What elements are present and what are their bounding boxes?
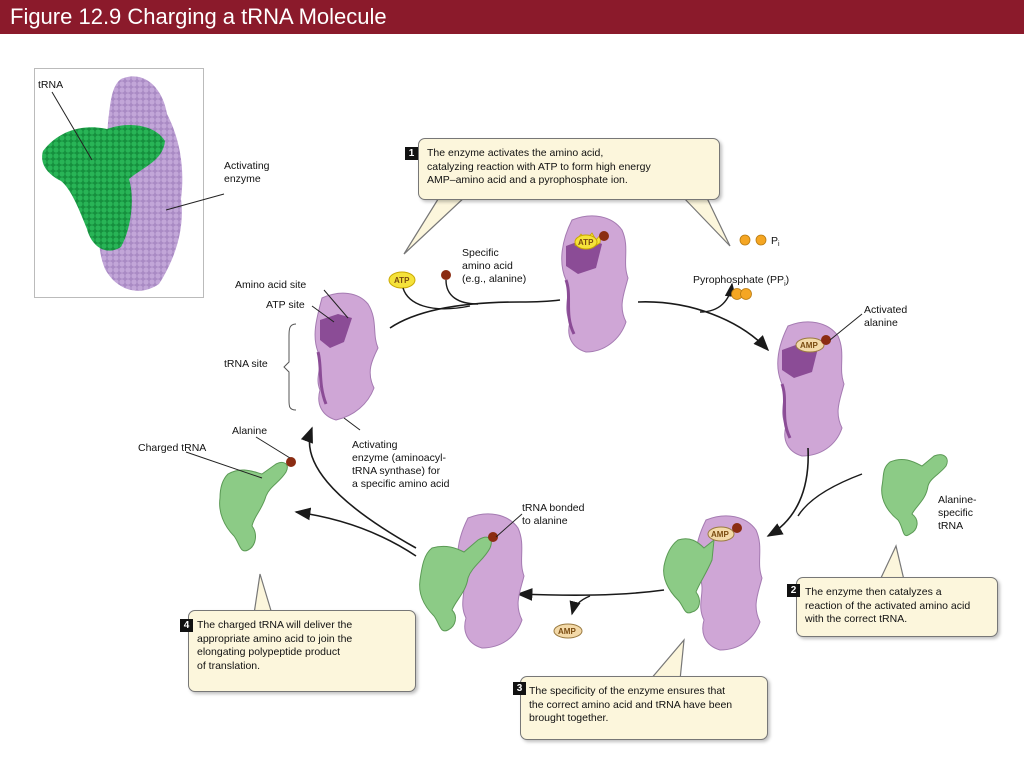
- phosphate-icon-2: [755, 234, 767, 246]
- step-2-callout: The enzyme then catalyzes a reaction of …: [796, 577, 998, 637]
- figure-title: Figure 12.9 Charging a tRNA Molecule: [0, 0, 1024, 34]
- charged-trna-label: Charged tRNA: [138, 442, 207, 454]
- enzyme-trna-bonded: [419, 513, 525, 649]
- step-4-badge: 4: [180, 619, 193, 632]
- pi-label: Pi: [771, 235, 780, 248]
- callout-4-pointer: [253, 573, 273, 615]
- photo-trna-leader: [51, 91, 93, 161]
- step-1-badge: 1: [405, 147, 418, 160]
- enzyme-label-leader: [343, 417, 361, 431]
- amino-acid-bound: [599, 231, 609, 241]
- callout-1-pointer-right: [680, 195, 731, 247]
- amp-bound-activated: [795, 337, 825, 353]
- charged-trna: [219, 457, 296, 552]
- trna-site-bracket: [283, 323, 297, 411]
- atp-molecule-bound: [574, 234, 598, 250]
- photo-enzyme-leader: [165, 193, 225, 211]
- atp-molecule-free: [388, 271, 416, 289]
- amino-site-leader: [323, 289, 349, 319]
- enzyme-activated: AMP: [777, 321, 845, 457]
- atp-site-leader: [311, 305, 335, 323]
- molecular-model-image: [34, 68, 204, 298]
- amp-free: [553, 623, 583, 639]
- activating-enzyme-label: Activating enzyme (aminoacyl- tRNA synth…: [352, 439, 450, 490]
- trna-site-label: tRNA site: [224, 358, 268, 370]
- atp-site-label: ATP site: [266, 299, 305, 311]
- atp-tag-bound: ATP: [578, 238, 594, 247]
- protein-blob-illustration: [42, 76, 183, 291]
- arrow-back-to-start: [300, 426, 417, 549]
- amino-acid-entry-curve: [445, 279, 479, 305]
- arrow-to-enzyme-trna: [766, 447, 809, 537]
- atp-tag-free: ATP: [394, 276, 410, 285]
- pyrophosphate-label: Pyrophosphate (PPi): [693, 274, 790, 289]
- alanine-label: Alanine: [232, 425, 268, 437]
- callout-1-pointer-left: [403, 195, 468, 255]
- specific-amino-acid-label: Specific amino acid (e.g., alanine): [462, 247, 527, 285]
- atp-entry-curve: [402, 287, 471, 310]
- callout-2-pointer: [879, 544, 905, 581]
- enzyme-trna-amp: AMP: [663, 515, 763, 651]
- step-4-callout: The charged tRNA will deliver the approp…: [188, 610, 416, 692]
- enzyme-empty: [314, 292, 379, 421]
- arrow-to-bonded: [516, 588, 665, 601]
- trna-bonded-leader: [495, 513, 523, 538]
- step-3-badge: 3: [513, 682, 526, 695]
- arrow-to-charged: [294, 507, 417, 557]
- arrow-enzyme-to-atp-complex: [389, 299, 561, 329]
- arrow-to-activated: [637, 301, 770, 352]
- ppi-release-arrow: [699, 282, 736, 313]
- activated-alanine-leader: [829, 313, 863, 341]
- step-3-callout: The specificity of the enzyme ensures th…: [520, 676, 768, 740]
- alanine-specific-trna: [881, 454, 948, 536]
- callout-3-pointer: [648, 638, 685, 681]
- alanine-specific-trna-label: Alanine- specific tRNA: [938, 494, 977, 532]
- photo-trna-label: tRNA: [38, 79, 64, 91]
- step-2-badge: 2: [787, 584, 800, 597]
- enzyme-with-atp: ATP: [561, 215, 629, 353]
- activated-alanine-label: Activated alanine: [864, 304, 908, 329]
- amp-tag-activated: AMP: [800, 341, 818, 350]
- amp-tag-free: AMP: [558, 627, 576, 636]
- amino-acid-site-label: Amino acid site: [235, 279, 307, 291]
- amp-bound-complex: [707, 526, 735, 542]
- phosphate-icon-1: [739, 234, 751, 246]
- step-1-callout: The enzyme activates the amino acid, cat…: [418, 138, 720, 200]
- trna-bonded-label: tRNA bonded to alanine: [522, 502, 585, 527]
- amp-tag-complex: AMP: [711, 530, 729, 539]
- amp-release-arrow: [569, 595, 591, 616]
- photo-enzyme-label: Activating enzyme: [224, 160, 270, 185]
- alanine-leader: [255, 436, 291, 459]
- trna-entry-curve: [797, 473, 863, 517]
- charged-trna-leader: [185, 451, 263, 479]
- alanine-free: [441, 270, 451, 280]
